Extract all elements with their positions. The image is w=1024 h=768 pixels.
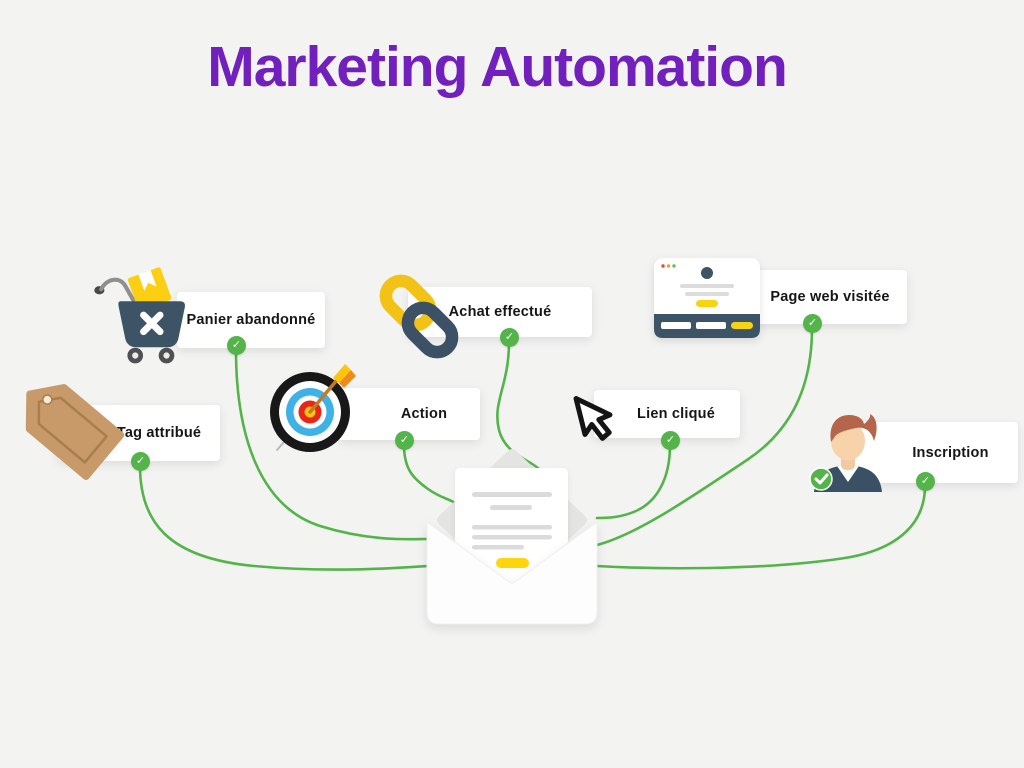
chain-link-icon	[374, 274, 466, 359]
target-icon	[265, 362, 361, 457]
envelope-front	[426, 521, 598, 625]
card-lien-clique: Lien cliqué	[594, 390, 740, 438]
check-icon: ✓	[916, 472, 935, 491]
card-page-web-visitee: Page web visitée	[753, 270, 907, 324]
cursor-icon	[571, 391, 631, 451]
card-action: Action	[338, 388, 480, 440]
card-label-inscription: Inscription	[912, 444, 989, 461]
connector-lien	[595, 443, 672, 520]
envelope-icon	[424, 448, 600, 628]
card-inscription: Inscription	[853, 422, 1018, 483]
connector-inscription	[595, 484, 927, 570]
shopping-cart-icon	[92, 267, 186, 364]
card-label-action: Action	[400, 406, 448, 422]
connector-panier	[234, 348, 430, 541]
card-label-panier-abandonne: Panier abandonné	[186, 312, 316, 328]
check-icon: ✓	[227, 336, 246, 355]
check-icon: ✓	[500, 328, 519, 347]
connector-tag	[138, 464, 430, 571]
card-panier-abandonne: Panier abandonné	[177, 292, 325, 348]
check-icon: ✓	[803, 314, 822, 333]
page-title: Marketing Automation	[207, 35, 788, 99]
person-icon	[808, 410, 888, 492]
check-icon: ✓	[661, 431, 680, 450]
card-label-tag-attribue: Tag attribué	[116, 425, 202, 441]
card-label-page-web-visitee: Page web visitée	[770, 289, 890, 305]
price-tag-icon	[4, 384, 125, 488]
check-icon: ✓	[395, 431, 414, 450]
connector-action	[402, 443, 458, 506]
browser-window-icon	[654, 258, 760, 338]
verified-badge-icon	[809, 467, 833, 491]
connector-achat	[496, 340, 541, 471]
check-icon: ✓	[131, 452, 150, 471]
letter-button	[496, 558, 529, 568]
card-label-lien-clique: Lien cliqué	[637, 406, 715, 422]
connector-pageweb	[595, 326, 814, 547]
card-label-achat-effectue: Achat effectué	[448, 304, 552, 320]
